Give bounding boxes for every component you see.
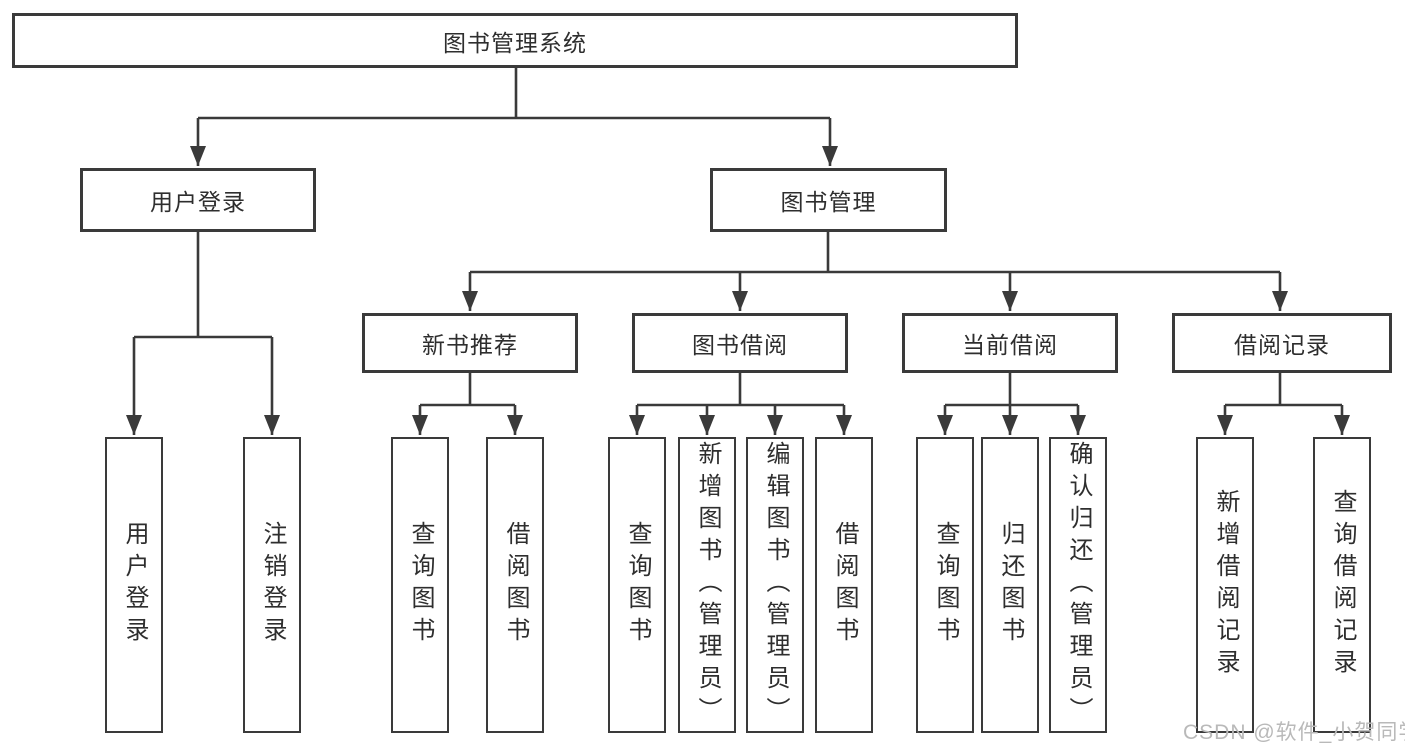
node-book-borrowing: 图书借阅 [632, 313, 848, 373]
node-query-books-borrowing: 查询图书 [608, 437, 666, 733]
node-return-books: 归还图书 [981, 437, 1039, 733]
node-current-borrowing: 当前借阅 [902, 313, 1118, 373]
node-borrow-books-recommend: 借阅图书 [486, 437, 544, 733]
node-new-book-recommend: 新书推荐 [362, 313, 578, 373]
node-borrowing-records: 借阅记录 [1172, 313, 1392, 373]
node-library-management-system: 图书管理系统 [12, 13, 1018, 68]
csdn-watermark: CSDN @软件_小贺同学 [1183, 721, 1405, 744]
node-edit-books-admin: 编辑图书（管理员） [746, 437, 804, 733]
node-query-borrow-record: 查询借阅记录 [1313, 437, 1371, 733]
connector-bus [134, 68, 1342, 407]
node-query-books-current: 查询图书 [916, 437, 974, 733]
node-add-borrow-record: 新增借阅记录 [1196, 437, 1254, 733]
node-query-books-recommend: 查询图书 [391, 437, 449, 733]
node-confirm-return-admin: 确认归还（管理员） [1049, 437, 1107, 733]
node-add-books-admin: 新增图书（管理员） [678, 437, 736, 733]
node-borrow-books-leaf: 借阅图书 [815, 437, 873, 733]
node-logout-leaf: 注销登录 [243, 437, 301, 733]
node-book-management: 图书管理 [710, 168, 947, 232]
node-user-login-leaf: 用户登录 [105, 437, 163, 733]
node-user-login: 用户登录 [80, 168, 316, 232]
